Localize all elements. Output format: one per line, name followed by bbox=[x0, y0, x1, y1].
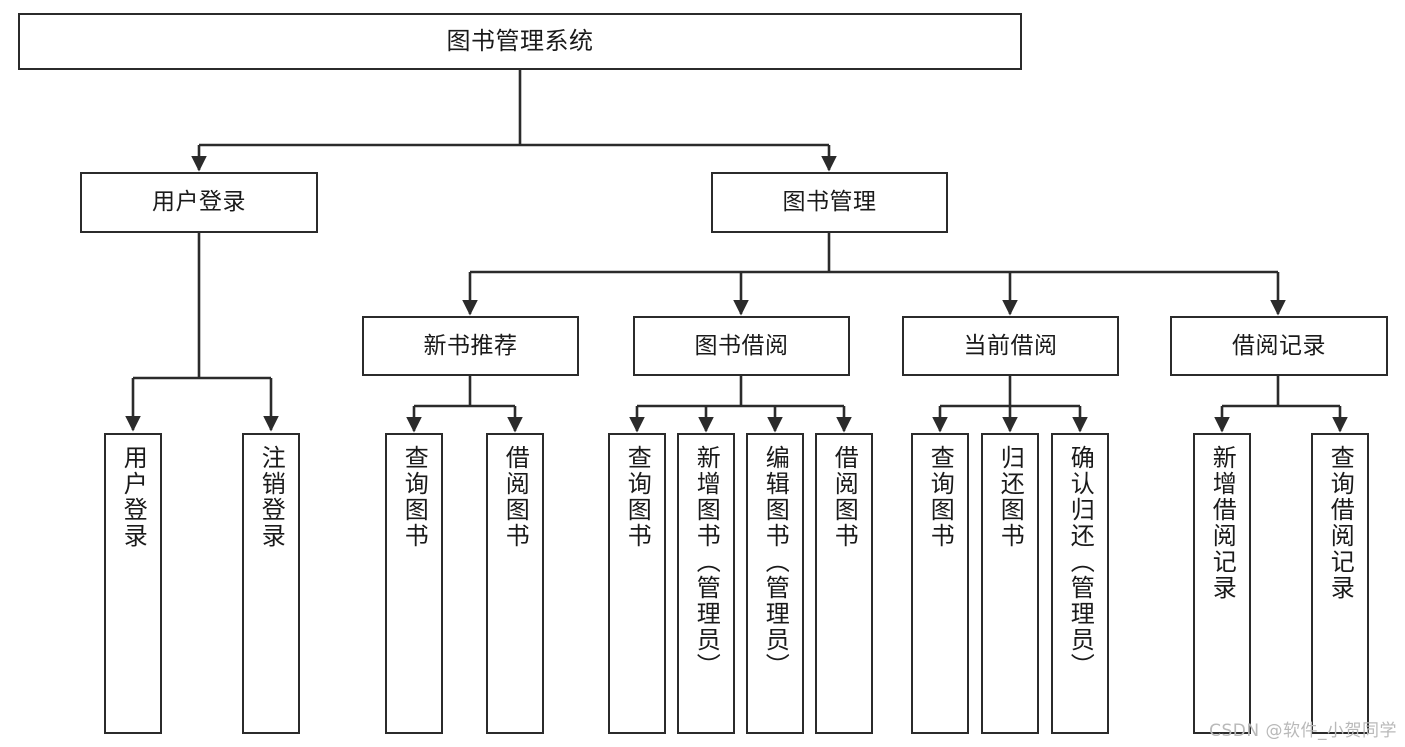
node-label: 借阅图书 bbox=[830, 445, 859, 549]
node-leaf-logout[interactable]: 注销登录 bbox=[242, 433, 300, 734]
node-user-login[interactable]: 用户登录 bbox=[80, 172, 318, 233]
node-book-borrow[interactable]: 图书借阅 bbox=[633, 316, 850, 376]
node-leaf-user-login[interactable]: 用户登录 bbox=[104, 433, 162, 734]
node-root-book-management-system[interactable]: 图书管理系统 bbox=[18, 13, 1022, 70]
node-new-book-recommend[interactable]: 新书推荐 bbox=[362, 316, 579, 376]
watermark: CSDN @软件_小贺同学 bbox=[1209, 721, 1397, 741]
node-leaf-confirm-return-admin[interactable]: 确认归还（管理员） bbox=[1051, 433, 1109, 734]
node-borrow-record[interactable]: 借阅记录 bbox=[1170, 316, 1388, 376]
node-leaf-borrow-book[interactable]: 借阅图书 bbox=[815, 433, 873, 734]
node-label: 确认归还（管理员） bbox=[1066, 445, 1095, 679]
node-label: 图书管理 bbox=[782, 189, 877, 216]
node-label: 当前借阅 bbox=[963, 332, 1058, 359]
node-leaf-return-book[interactable]: 归还图书 bbox=[981, 433, 1039, 734]
node-label: 编辑图书（管理员） bbox=[761, 445, 790, 679]
node-label: 查询图书 bbox=[926, 445, 955, 549]
node-leaf-query-book-recommend[interactable]: 查询图书 bbox=[385, 433, 443, 734]
node-label: 归还图书 bbox=[996, 445, 1025, 549]
node-label: 查询借阅记录 bbox=[1326, 445, 1355, 601]
node-label: 查询图书 bbox=[623, 445, 652, 549]
node-label: 新增借阅记录 bbox=[1208, 445, 1237, 601]
node-label: 新增图书（管理员） bbox=[692, 445, 721, 679]
node-leaf-add-borrow-record[interactable]: 新增借阅记录 bbox=[1193, 433, 1251, 734]
node-leaf-query-book-borrow[interactable]: 查询图书 bbox=[608, 433, 666, 734]
node-label: 图书管理系统 bbox=[446, 26, 594, 55]
node-current-borrow[interactable]: 当前借阅 bbox=[902, 316, 1119, 376]
node-book-management[interactable]: 图书管理 bbox=[711, 172, 948, 233]
node-label: 用户登录 bbox=[152, 189, 246, 216]
node-label: 借阅图书 bbox=[501, 445, 530, 549]
node-leaf-borrow-book-recommend[interactable]: 借阅图书 bbox=[486, 433, 544, 734]
node-label: 借阅记录 bbox=[1232, 332, 1326, 359]
node-leaf-query-book-current[interactable]: 查询图书 bbox=[911, 433, 969, 734]
node-leaf-edit-book-admin[interactable]: 编辑图书（管理员） bbox=[746, 433, 804, 734]
node-label: 图书借阅 bbox=[694, 332, 789, 359]
node-leaf-query-borrow-record[interactable]: 查询借阅记录 bbox=[1311, 433, 1369, 734]
node-label: 新书推荐 bbox=[423, 332, 518, 359]
node-label: 注销登录 bbox=[257, 445, 286, 549]
node-label: 用户登录 bbox=[119, 445, 148, 549]
node-leaf-add-book-admin[interactable]: 新增图书（管理员） bbox=[677, 433, 735, 734]
node-label: 查询图书 bbox=[400, 445, 429, 549]
